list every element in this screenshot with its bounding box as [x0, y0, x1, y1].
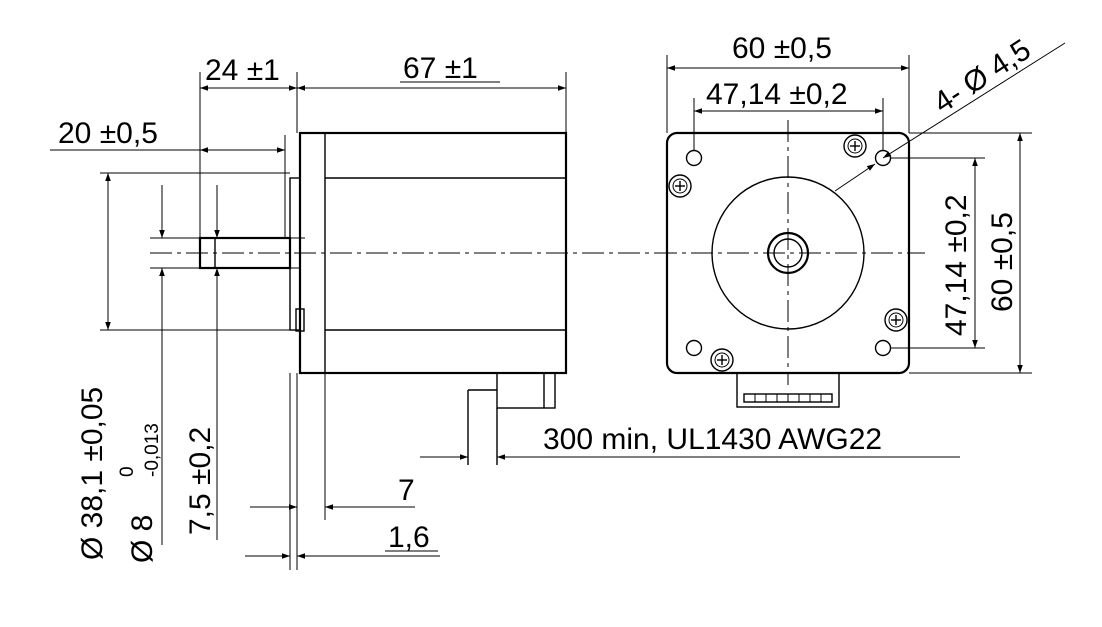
cable-connector — [496, 372, 556, 409]
shaft-outer-circle — [766, 231, 810, 275]
dim-flat-depth: 7,5 ±0,2 — [184, 427, 217, 535]
pilot-circle — [711, 176, 865, 330]
hole-callout-leader-inner — [834, 163, 876, 192]
dim-front-height: 60 ±0,5 — [986, 212, 1019, 312]
dim-flat-length: 20 ±0,5 — [58, 117, 158, 150]
dim-shaft-tol-upper: 0 — [117, 466, 138, 477]
dim-holes: 4- Ø 4,5 — [928, 33, 1037, 120]
mount-hole-bottom-right — [874, 339, 892, 357]
side-screw-head — [295, 308, 305, 332]
dim-body-length: 67 ±1 — [403, 52, 478, 85]
screw-head-bottom — [710, 348, 734, 372]
pilot-flange — [289, 177, 301, 331]
front-connector — [736, 372, 840, 408]
dim-shaft-tol-lower: -0,013 — [142, 423, 163, 477]
dim-cable-spec: 300 min, UL1430 AWG22 — [543, 423, 882, 456]
dim-pilot-height: 1,6 — [388, 521, 430, 554]
screw-head-right — [884, 308, 908, 332]
shaft-inner-circle — [773, 238, 803, 268]
dim-front-width: 60 ±0,5 — [732, 32, 832, 65]
hole-callout-leader — [882, 42, 1066, 159]
screw-head-left — [668, 174, 692, 198]
dim-shaft-diameter: Ø 8 — [126, 515, 159, 563]
dim-shaft-length: 24 ±1 — [205, 54, 280, 87]
dim-hole-spacing-h: 47,14 ±0,2 — [706, 78, 848, 111]
dim-pilot-diameter: Ø 38,1 ±0,05 — [76, 387, 109, 560]
dim-flange-thickness: 7 — [398, 474, 415, 507]
mount-hole-top-left — [685, 149, 703, 167]
mount-hole-bottom-left — [685, 339, 703, 357]
dim-hole-spacing-v: 47,14 ±0,2 — [940, 194, 973, 336]
side-view: 24 ±1 67 ±1 20 ±0,5 Ø 38,1 ±0,05 Ø 8 0 -… — [50, 52, 960, 570]
screw-head-top — [843, 134, 867, 158]
front-view: 60 ±0,5 47,14 ±0,2 47,14 ±0,2 60 ±0,5 4-… — [655, 32, 1066, 408]
